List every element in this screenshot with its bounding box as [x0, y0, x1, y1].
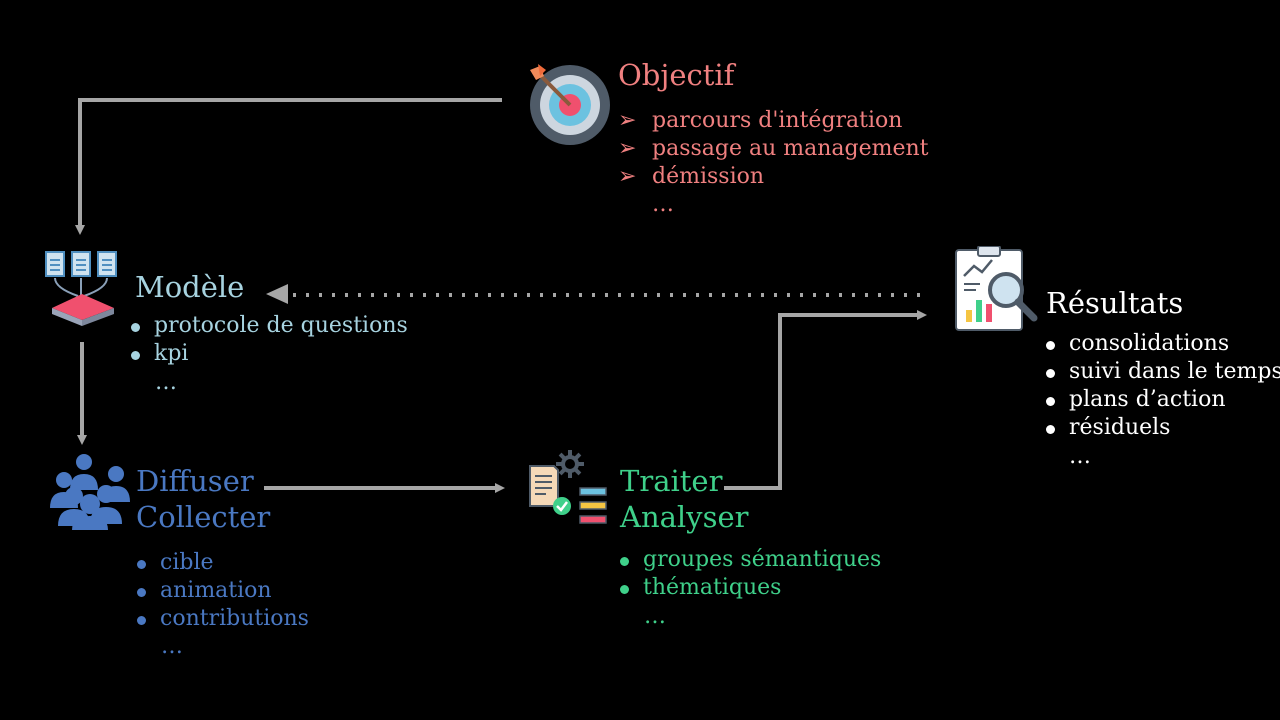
list-item: animation: [134, 577, 309, 605]
list-item: suivi dans le temps: [1043, 358, 1280, 386]
document-processing-icon: [529, 450, 607, 524]
list-item: groupes sémantiques: [617, 546, 881, 574]
target-icon: [530, 64, 610, 145]
objectif-title: Objectif: [618, 58, 735, 92]
diffuser-list: cible animation contributions: [134, 549, 309, 633]
resultats-list: consolidations suivi dans le temps plans…: [1043, 330, 1280, 442]
people-group-icon: [50, 454, 130, 530]
report-magnifier-icon: [955, 246, 1038, 331]
list-item: cible: [134, 549, 309, 577]
objectif-more: …: [652, 192, 674, 217]
modele-more: …: [155, 370, 177, 395]
diffuser-title-line1: Diffuser: [136, 464, 254, 498]
list-item: thématiques: [617, 574, 881, 602]
list-item: plans d’action: [1043, 386, 1280, 414]
traiter-title-line1: Traiter: [620, 464, 723, 498]
documents-merge-icon: [45, 251, 117, 326]
objectif-list: ➢parcours d'intégration ➢passage au mana…: [618, 107, 929, 191]
traiter-list: groupes sémantiques thématiques: [617, 546, 881, 602]
list-item: ➢démission: [618, 164, 765, 189]
list-item: protocole de questions: [128, 312, 408, 340]
traiter-title-line2: Analyser: [620, 500, 749, 534]
list-item: contributions: [134, 605, 309, 633]
arrow-traiter-to-resultats: [724, 310, 927, 490]
list-item: ➢parcours d'intégration: [618, 108, 903, 133]
list-item: consolidations: [1043, 330, 1280, 358]
modele-list: protocole de questions kpi: [128, 312, 408, 368]
arrow-bullet-icon: ➢: [618, 136, 637, 161]
list-item: kpi: [128, 340, 408, 368]
diffuser-more: …: [161, 634, 183, 659]
arrow-bullet-icon: ➢: [618, 108, 637, 133]
list-item: ➢passage au management: [618, 136, 929, 161]
resultats-more: …: [1069, 444, 1091, 469]
list-item: résiduels: [1043, 414, 1280, 442]
arrow-bullet-icon: ➢: [618, 164, 637, 189]
arrow-objectif-to-modele: [75, 98, 502, 235]
modele-title: Modèle: [135, 270, 245, 304]
traiter-more: …: [644, 604, 666, 629]
resultats-title: Résultats: [1046, 286, 1184, 320]
diffuser-title-line2: Collecter: [136, 500, 271, 534]
arrow-resultats-to-modele-head: [266, 284, 288, 304]
